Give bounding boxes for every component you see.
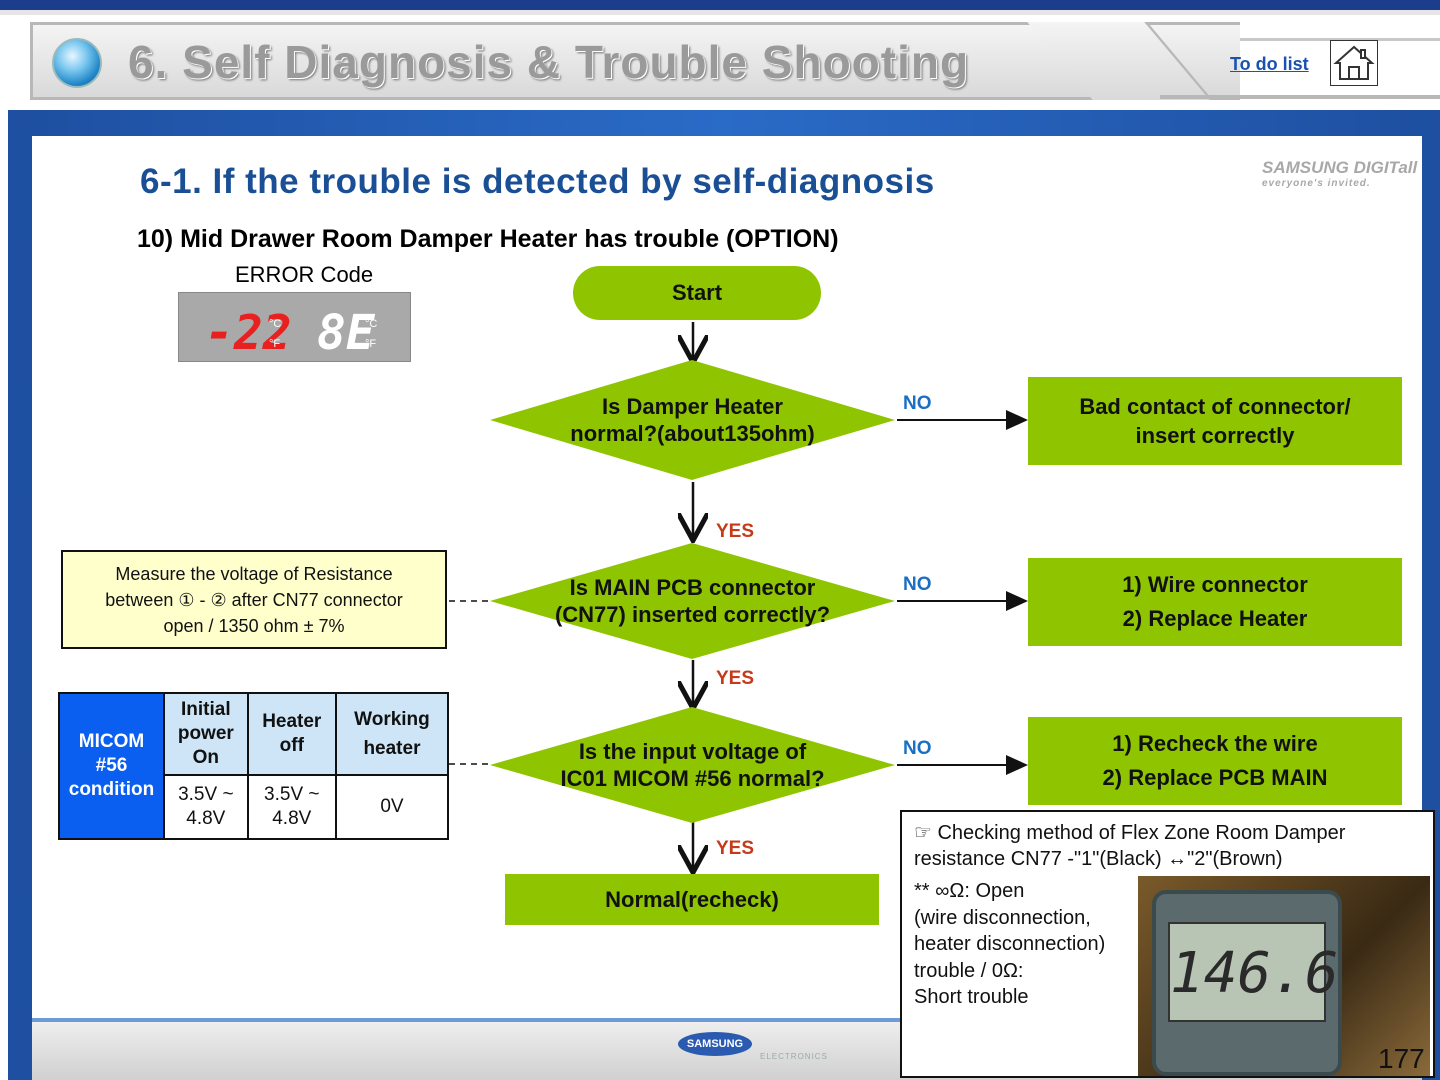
multimeter: 146.6 [1152, 890, 1342, 1076]
header-rule-top [1240, 38, 1440, 41]
decision-main-pcb: Is MAIN PCB connector (CN77) inserted co… [490, 543, 895, 659]
footer-line [32, 1018, 1422, 1022]
checking-method-title: ☞ Checking method of Flex Zone Room Damp… [914, 822, 1346, 870]
error-display-left: -22 [205, 305, 292, 361]
resistance-note: Measure the voltage of Resistance betwee… [61, 550, 447, 649]
multimeter-photo: 146.6 [1138, 876, 1430, 1076]
action-recheck-wire: 1) Recheck the wire 2) Replace PCB MAIN [1028, 717, 1402, 805]
todo-list-link[interactable]: To do list [1230, 54, 1309, 74]
error-unit-c-right: °C [365, 318, 377, 330]
top-bar [0, 0, 1440, 10]
samsung-logo: SAMSUNG [678, 1032, 752, 1056]
col-header-initial: Initial power On [163, 692, 249, 776]
section-subtitle: 6-1. If the trouble is detected by self-… [140, 162, 935, 201]
col-header-working: Working heater [334, 692, 450, 776]
note-line-3: open / 1350 ohm ± 7% [163, 615, 345, 636]
error-unit-f-right: °F [365, 338, 376, 350]
micom-row-header: MICOM #56 condition [58, 692, 165, 840]
action-bad-contact: Bad contact of connector/ insert correct… [1028, 377, 1402, 465]
decision-input-voltage: Is the input voltage of IC01 MICOM #56 n… [490, 707, 895, 823]
error-code-display: -22 °C °F 8E °C °F [178, 292, 411, 362]
flow-end: Normal(recheck) [505, 874, 879, 925]
decision-damper-heater: Is Damper Heater normal?(about135ohm) [490, 360, 895, 480]
header-rule [1160, 95, 1440, 99]
col-header-heater-off: Heater off [246, 692, 337, 776]
globe-icon [52, 38, 102, 88]
flow-start: Start [573, 266, 821, 320]
error-unit-f-left: °F [269, 338, 280, 350]
samsung-electronics-text: ELECTRONICS [760, 1052, 828, 1061]
yes-label-1: YES [716, 521, 755, 542]
home-icon[interactable] [1330, 40, 1378, 86]
value-working: 0V [334, 774, 450, 840]
decision-damper-heater-text: Is Damper Heater normal?(about135ohm) [570, 394, 815, 446]
brand-logo: SAMSUNG DIGITall everyone's invited. [1262, 158, 1418, 192]
section-heading: 10) Mid Drawer Room Damper Heater has tr… [137, 225, 839, 253]
value-initial: 3.5V ~ 4.8V [163, 774, 249, 840]
micom-condition-table: MICOM #56 condition Initial power On Hea… [58, 692, 450, 840]
error-code-label: ERROR Code [235, 262, 374, 287]
multimeter-reading: 146.6 [1168, 922, 1339, 1022]
value-heater-off: 3.5V ~ 4.8V [246, 774, 337, 840]
no-label-1: NO [903, 393, 932, 414]
top-bar-shadow [0, 10, 1440, 15]
note-line-2: between ① - ② after CN77 connector [105, 589, 403, 610]
brand-name: SAMSUNG DIGITall [1262, 158, 1418, 177]
page-number: 177 [1378, 1043, 1425, 1074]
action-wire-connector: 1) Wire connector 2) Replace Heater [1028, 558, 1402, 646]
error-display-right: 8E [317, 305, 376, 361]
yes-label-3: YES [716, 838, 755, 859]
checking-method-box: ☞ Checking method of Flex Zone Room Damp… [900, 810, 1435, 1078]
page-title: 6. Self Diagnosis & Trouble Shooting [128, 36, 970, 88]
brand-tagline: everyone's invited. [1262, 178, 1371, 189]
note-line-1: Measure the voltage of Resistance [115, 563, 393, 584]
yes-label-2: YES [716, 668, 755, 689]
checking-method-detail: ** ∞Ω: Open (wire disconnection, heater … [914, 880, 1106, 1008]
no-label-3: NO [903, 738, 932, 759]
error-unit-c-left: °C [269, 318, 281, 330]
decision-main-pcb-text: Is MAIN PCB connector (CN77) inserted co… [554, 575, 831, 627]
decision-input-voltage-text: Is the input voltage of IC01 MICOM #56 n… [560, 739, 825, 791]
no-label-2: NO [903, 574, 932, 595]
